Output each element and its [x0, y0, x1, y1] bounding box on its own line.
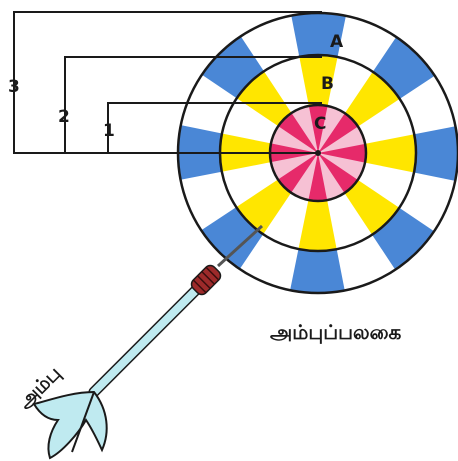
distance-mark-3: 3 — [8, 77, 20, 97]
board-label: அம்புப்பலகை — [270, 320, 401, 344]
ring-a-segment — [290, 249, 345, 293]
distance-mark-1: 1 — [103, 121, 115, 141]
ring-label-a: A — [330, 32, 344, 52]
ring-label-c: C — [314, 114, 326, 134]
distance-mark-2: 2 — [58, 107, 70, 127]
ring-a-segment — [414, 126, 458, 181]
ring-label-b: B — [321, 74, 334, 94]
dart-flight — [34, 392, 107, 458]
dart-shaft-fill — [94, 288, 198, 392]
